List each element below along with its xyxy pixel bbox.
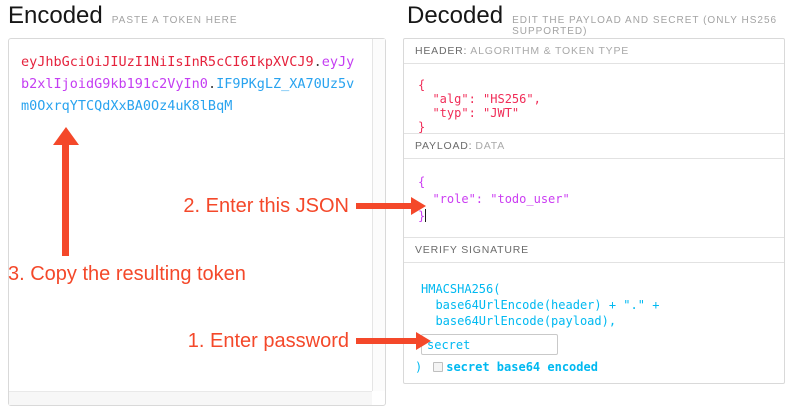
encoded-subtitle: PASTE A TOKEN HERE [111, 15, 238, 26]
payload-label-rest: DATA [475, 140, 506, 152]
decoded-panel: HEADER:ALGORITHM & TOKEN TYPE { "alg": "… [403, 38, 785, 384]
signature-code-line3: base64UrlEncode(payload), [421, 314, 617, 328]
base64-encoded-checkbox-label[interactable]: secret base64 encoded [446, 360, 598, 374]
payload-label-strong: PAYLOAD: [415, 140, 473, 152]
step1-annotation: 1. Enter password [187, 329, 349, 352]
decoded-subtitle: EDIT THE PAYLOAD AND SECRET (ONLY HS256 … [512, 15, 778, 37]
signature-section-label: VERIFY SIGNATURE [404, 238, 784, 263]
decoded-column-header: Decoded EDIT THE PAYLOAD AND SECRET (ONL… [407, 2, 793, 37]
decoded-title: Decoded [407, 2, 504, 29]
payload-json-text: { "role": "todo_user" } [418, 175, 570, 223]
step1-arrow-shaft [356, 338, 416, 344]
header-json-editor[interactable]: { "alg": "HS256", "typ": "JWT" } [404, 64, 784, 134]
horizontal-scrollbar[interactable] [9, 391, 372, 405]
signature-code-line2: base64UrlEncode(header) + "." + [421, 298, 660, 312]
step2-arrow-head-icon [411, 197, 426, 215]
signature-footer: ) secret base64 encoded [415, 360, 784, 374]
token-signature-segment: IF9PKgLZ_XA70Uz5vm0OxrqYTCQdXxBA0Oz4uK8l… [21, 76, 355, 114]
secret-input[interactable] [421, 334, 558, 355]
step2-arrow-shaft [356, 203, 411, 209]
encoded-token-textarea[interactable]: eyJhbGciOiJIUzI1NiIsInR5cCI6IkpXVCJ9.eyJ… [8, 38, 386, 406]
jwt-token-text[interactable]: eyJhbGciOiJIUzI1NiIsInR5cCI6IkpXVCJ9.eyJ… [21, 51, 359, 117]
signature-label-strong: VERIFY SIGNATURE [415, 244, 529, 256]
payload-section-label: PAYLOAD:DATA [404, 134, 784, 159]
header-section-label: HEADER:ALGORITHM & TOKEN TYPE [404, 39, 784, 64]
base64-encoded-checkbox[interactable] [433, 362, 444, 372]
encoded-title: Encoded [8, 2, 103, 29]
token-separator-dot: . [207, 76, 217, 92]
step3-arrow-head-icon [53, 127, 79, 145]
header-label-rest: ALGORITHM & TOKEN TYPE [470, 45, 630, 57]
step3-arrow-shaft [62, 143, 69, 256]
step3-annotation: 3. Copy the resulting token [8, 263, 246, 285]
token-separator-dot: . [313, 54, 322, 70]
step1-arrow-head-icon [416, 332, 431, 350]
closing-paren: ) [415, 360, 423, 374]
header-json-code: { "alg": "HS256", "typ": "JWT" } [418, 78, 541, 134]
encoded-column-header: Encoded PASTE A TOKEN HERE [8, 2, 238, 32]
header-label-strong: HEADER: [415, 45, 468, 57]
step2-annotation-row: 2. Enter this JSON [0, 194, 426, 218]
text-caret [425, 209, 427, 222]
vertical-scrollbar[interactable] [372, 39, 385, 391]
payload-json-code: { "role": "todo_user" } [404, 159, 784, 237]
step1-annotation-row: 1. Enter password [0, 329, 431, 353]
signature-code-line1: HMACSHA256( [421, 282, 501, 296]
verify-signature-area: HMACSHA256( base64UrlEncode(header) + ".… [404, 263, 784, 383]
step2-annotation: 2. Enter this JSON [183, 194, 349, 217]
payload-json-editor[interactable]: { "role": "todo_user" } [404, 159, 784, 238]
token-payload-segment: eyJyb2xlIjoidG9kb191c2VyIn0 [21, 54, 355, 92]
token-header-segment: eyJhbGciOiJIUzI1NiIsInR5cCI6IkpXVCJ9 [21, 54, 314, 70]
